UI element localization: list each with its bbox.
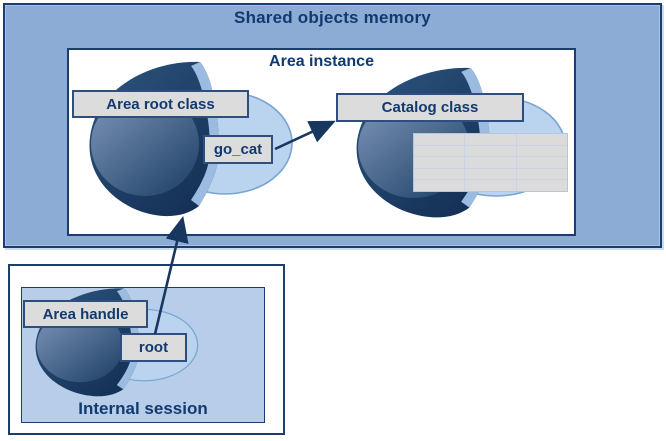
go-cat-label: go_cat [203,135,273,164]
catalog-table-cell [414,145,465,157]
catalog-table [413,133,568,192]
catalog-table-cell [516,134,567,145]
catalog-table-cell [414,134,465,145]
catalog-table-cell [516,145,567,157]
catalog-table-cell [414,168,465,180]
catalog-table-cell [516,180,567,191]
area-handle-label: Area handle [23,300,148,328]
catalog-class-label: Catalog class [336,93,524,122]
catalog-table-cell [465,134,516,145]
catalog-table-cell [516,168,567,180]
internal-session-title: Internal session [78,399,208,418]
catalog-table-cell [465,168,516,180]
catalog-table-cell [414,180,465,191]
area-instance-title: Area instance [269,53,374,70]
catalog-table-cell [465,180,516,191]
root-label: root [120,333,187,362]
catalog-table-cell [465,145,516,157]
shared-memory-title: Shared objects memory [234,8,431,27]
catalog-table-cell [465,157,516,168]
catalog-table-cell [414,157,465,168]
catalog-table-cell [516,157,567,168]
area-root-class-label: Area root class [72,90,249,118]
